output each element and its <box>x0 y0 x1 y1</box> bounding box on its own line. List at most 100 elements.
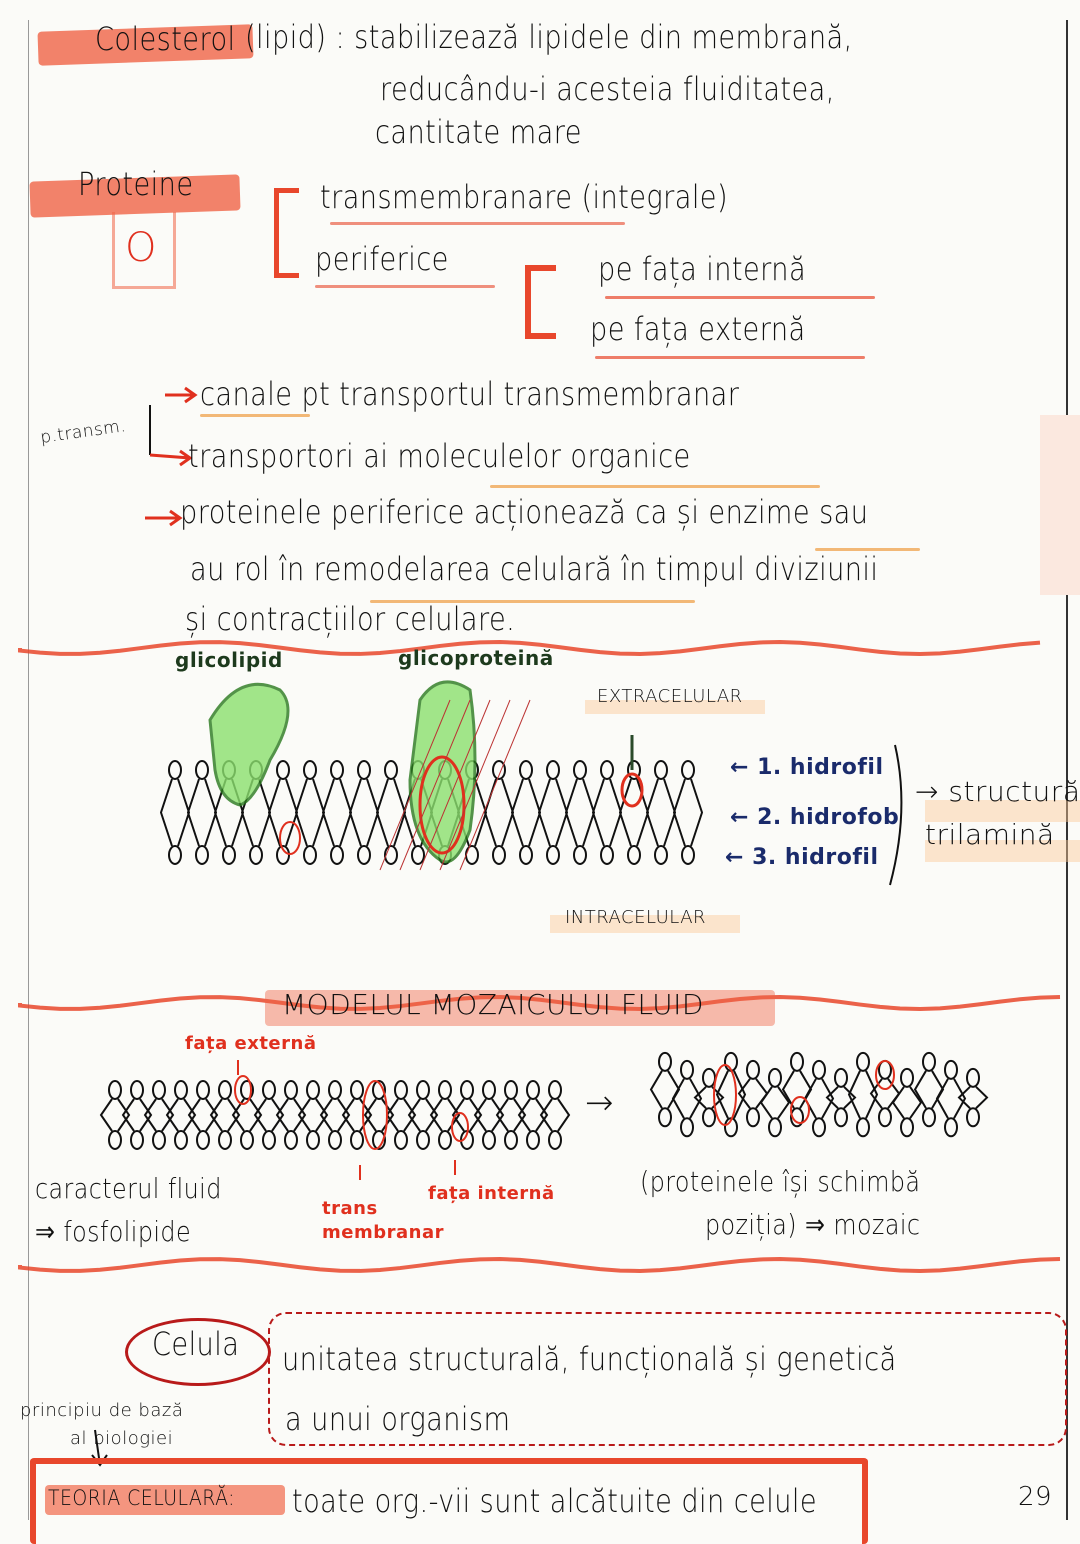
phospholipid-head <box>573 845 587 865</box>
phospholipid-head <box>654 845 668 865</box>
phospholipid-head <box>680 1117 694 1138</box>
phospholipid-head <box>519 845 533 865</box>
structura-label: → structură <box>915 775 1080 808</box>
phospholipid-tails <box>671 1078 703 1119</box>
phospholipid-head <box>627 760 641 780</box>
phospholipid-head <box>900 1067 914 1088</box>
phospholipid-tails <box>159 778 191 847</box>
underline <box>315 285 495 288</box>
phospholipid-head <box>492 760 506 780</box>
mozaic-title: MODELUL MOZAICULUI FLUID <box>282 988 704 1021</box>
phospholipid-head <box>658 1107 672 1128</box>
page-tab-edge <box>1040 415 1080 595</box>
phospholipid-head <box>654 760 668 780</box>
phospholipid-head <box>922 1051 936 1072</box>
phospholipid-head <box>856 1051 870 1072</box>
glicolipid-shape <box>208 682 290 807</box>
phospholipid-head <box>240 1080 254 1100</box>
phospholipid-head <box>306 1080 320 1100</box>
phospholipid-head <box>195 760 209 780</box>
phospholipid-head <box>276 845 290 865</box>
phospholipid-head <box>350 1130 364 1150</box>
peripheral-protein <box>279 821 301 855</box>
phospholipid-head <box>504 1080 518 1100</box>
phospholipid-head <box>168 845 182 865</box>
periferice-bracket <box>525 265 556 339</box>
intracelular-highlight <box>550 915 740 933</box>
phospholipid-head <box>222 845 236 865</box>
phospholipid-tails <box>321 778 353 847</box>
phospholipid-head <box>168 760 182 780</box>
phospholipid-tails <box>591 778 623 847</box>
protein-externa <box>234 1075 252 1105</box>
phospholipid-tails <box>495 1098 527 1132</box>
phospholipid-tails <box>847 1070 879 1119</box>
periferice-label: periferice <box>315 240 449 278</box>
layer-3-label: ← 3. hidrofil <box>725 845 879 870</box>
phospholipid-head <box>922 1107 936 1128</box>
phospholipid-head <box>504 1130 518 1150</box>
phospholipid-head <box>174 1130 188 1150</box>
structura-highlight <box>925 800 1080 822</box>
phospholipid-tails <box>825 1086 857 1109</box>
phospholipid-head <box>152 1080 166 1100</box>
phospholipid-head <box>546 760 560 780</box>
hatch-line <box>379 699 451 871</box>
phospholipid-tails <box>537 778 569 847</box>
phospholipid-tails <box>891 1086 923 1119</box>
mozaic-title-highlight <box>265 990 775 1026</box>
underline <box>815 548 920 551</box>
phospholipid-tails <box>187 1098 219 1132</box>
layers-brace <box>889 744 903 886</box>
phospholipid-head <box>357 760 371 780</box>
phospholipid-tails <box>539 1098 571 1132</box>
phospholipid-tails <box>672 778 704 847</box>
function-item-2: transportori ai moleculelor organice <box>188 437 691 475</box>
phospholipid-head <box>240 1130 254 1150</box>
phospholipid-tails <box>564 778 596 847</box>
teoria-text: toate org.-vii sunt alcătuite din celule <box>292 1482 818 1520</box>
mozaic-arrow: → <box>585 1083 614 1123</box>
phospholipid-head <box>790 1051 804 1072</box>
hatch-line <box>459 699 531 871</box>
phospholipid-head <box>328 1130 342 1150</box>
protein-transmembranar <box>362 1080 388 1150</box>
phospholipid-head <box>284 1080 298 1100</box>
phospholipid-head <box>878 1107 892 1128</box>
celula-definition-line1: unitatea structurală, funcțională și gen… <box>282 1340 897 1378</box>
phospholipid-head <box>573 760 587 780</box>
phospholipid-head <box>411 845 425 865</box>
phospholipid-tails <box>121 1098 153 1132</box>
phospholipid-head <box>108 1130 122 1150</box>
phospholipid-head <box>218 1080 232 1100</box>
phospholipid-tails <box>935 1078 967 1119</box>
mosaic-line1: (proteinele își schimbă <box>640 1165 921 1198</box>
phospholipid-head <box>303 760 317 780</box>
phospholipid-head <box>702 1107 716 1128</box>
phospholipid-head <box>357 845 371 865</box>
protein-symbol-box <box>112 212 176 289</box>
underline <box>605 296 875 299</box>
underline <box>330 222 625 225</box>
phospholipid-head <box>218 1130 232 1150</box>
phospholipid-head <box>416 1080 430 1100</box>
phospholipid-head <box>834 1067 848 1088</box>
layer-1-label: ← 1. hidrofil <box>730 755 884 780</box>
phospholipid-head <box>262 1130 276 1150</box>
peripheral-protein <box>620 772 644 808</box>
extracelular-label: EXTRACELULAR <box>597 686 743 707</box>
phospholipid-head <box>526 1130 540 1150</box>
phospholipid-tails <box>99 1098 131 1132</box>
hatch-line <box>399 699 471 871</box>
fata-externa-label: pe fața externă <box>590 310 806 348</box>
fata-externa-annotation: fața externă <box>185 1033 317 1054</box>
phospholipid-tails <box>275 1098 307 1132</box>
page-edge-right <box>1066 20 1068 1520</box>
phospholipid-head <box>303 845 317 865</box>
fata-interna-label: pe fața internă <box>598 250 807 288</box>
glicolipid-label: glicolipid <box>175 648 283 672</box>
glicoproteina-label: glicoproteină <box>398 646 554 670</box>
protein-moved <box>875 1060 895 1090</box>
